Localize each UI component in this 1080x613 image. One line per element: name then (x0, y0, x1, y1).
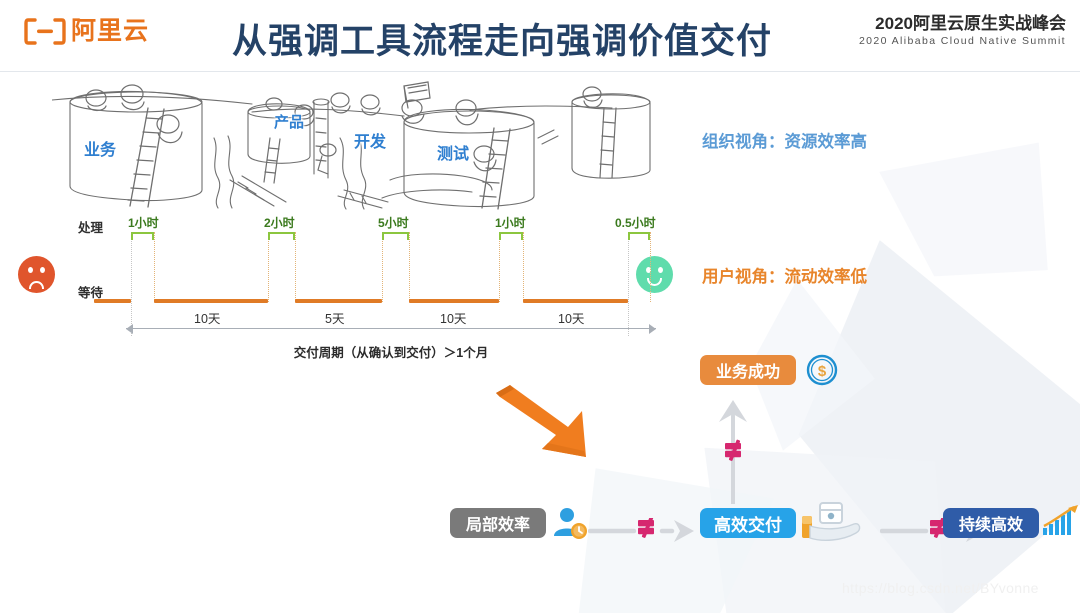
process-bracket (628, 232, 650, 240)
timeline-guide (131, 232, 132, 336)
process-bracket (499, 232, 523, 240)
timeline-guide (628, 232, 629, 336)
timeline-row-label-process: 处理 (78, 221, 104, 235)
user-viewpoint-text: 用户视角：流动效率低 (702, 268, 867, 286)
wait-label: 10天 (194, 312, 221, 326)
business-success-chip[interactable]: 业务成功 (700, 355, 796, 385)
delivery-cycle-measure (126, 324, 656, 334)
process-bracket (382, 232, 409, 240)
timeline-guide (499, 232, 500, 302)
timeline-plot-area: 1小时 2小时 5小时 1小时 0.5小时 10天 5天 10天 10天 交付周… (94, 214, 656, 360)
user-clock-icon (552, 506, 588, 545)
efficient-delivery-chip[interactable]: 高效交付 (700, 508, 796, 538)
silo-illustration-drawing (52, 81, 651, 210)
wait-bar (523, 299, 628, 303)
silo-label-product: 产品 (274, 114, 305, 131)
timeline-guide (268, 232, 269, 302)
process-label: 5小时 (378, 216, 409, 230)
process-label: 2小时 (264, 216, 295, 230)
header-divider (0, 71, 1080, 72)
svg-text:$: $ (818, 363, 827, 380)
summit-title-cn: 2020阿里云原生实战峰会 (875, 14, 1066, 33)
delivery-cycle-caption: 交付周期（从确认到交付）＞1个月 (293, 346, 489, 360)
wait-label: 10天 (558, 312, 585, 326)
organization-viewpoint-text: 组织视角：资源效率高 (702, 133, 867, 151)
page-title: 从强调工具流程走向强调价值交付 (232, 22, 773, 61)
watermark: https://blog.csdn.net/BYvonne (842, 580, 1039, 596)
local-efficiency-chip[interactable]: 局部效率 (450, 508, 546, 538)
wait-bar (94, 299, 131, 303)
timeline-guide (409, 232, 410, 302)
not-equal-up-arrow-icon (716, 392, 750, 509)
summit-title-en: 2020 Alibaba Cloud Native Summit (858, 34, 1066, 47)
wait-bar (295, 299, 382, 303)
wait-bar (409, 299, 499, 303)
dollar-coin-icon: $ (805, 353, 839, 392)
timeline-guide (382, 232, 383, 302)
process-bracket (268, 232, 295, 240)
not-equal-arrow-icon (587, 516, 694, 549)
sad-face-icon (18, 256, 55, 293)
timeline-guide (154, 232, 155, 302)
sustained-efficiency-chip[interactable]: 持续高效 (943, 508, 1039, 538)
summit-branding: 2020阿里云原生实战峰会 2020 Alibaba Cloud Native … (859, 14, 1066, 48)
process-label: 1小时 (495, 216, 526, 230)
logo-text: 阿里云 (71, 17, 150, 45)
timeline-guide (295, 232, 296, 302)
timeline-row-label-wait: 等待 (78, 286, 104, 300)
timeline-guide (523, 232, 524, 302)
bg-polygon (879, 117, 1080, 313)
timeline-guide (650, 232, 651, 302)
process-label: 0.5小时 (615, 216, 656, 230)
wait-label: 5天 (325, 312, 345, 326)
hand-package-delivery-icon (800, 500, 862, 549)
silo-illustration: 业务 产品 开发 测试 (52, 78, 652, 210)
delivery-timeline-chart: 处理 等待 1小时 2小时 5小时 1小时 0.5小时 10天 (16, 214, 676, 360)
alibaba-cloud-logo-icon (24, 18, 66, 45)
wait-bar (154, 299, 268, 303)
wait-label: 10天 (440, 312, 467, 326)
silo-label-business: 业务 (84, 142, 117, 159)
silo-label-development: 开发 (354, 134, 387, 151)
process-label: 1小时 (128, 216, 159, 230)
happy-face-icon (636, 256, 673, 293)
process-bracket (131, 232, 154, 240)
value-flow-diagram: 业务成功 $ 局部效率 (0, 340, 1080, 570)
slide-header: 阿里云 从强调工具流程走向强调价值交付 2020阿里云原生实战峰会 2020 A… (0, 0, 1080, 72)
silo-label-testing: 测试 (437, 146, 470, 163)
growth-chart-icon (1042, 504, 1080, 541)
alibaba-cloud-logo: 阿里云 (24, 18, 149, 45)
